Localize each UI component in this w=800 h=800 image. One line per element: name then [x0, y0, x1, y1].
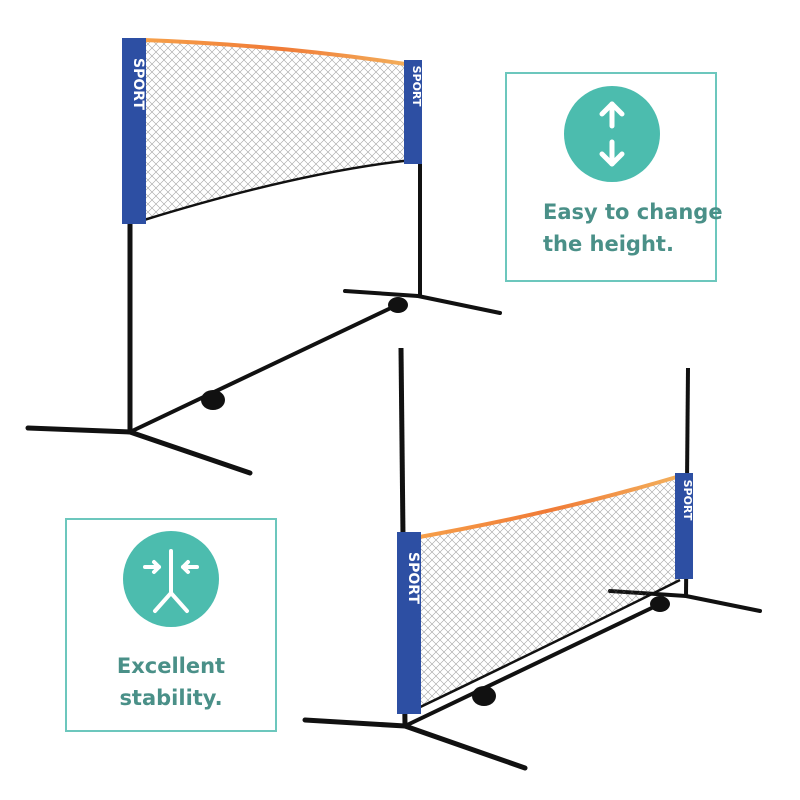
top-net-left-post-label: SPORT [130, 58, 146, 110]
bottom-net-tape [413, 474, 681, 540]
top-net-mesh [144, 40, 412, 220]
top-net-right-base [343, 289, 502, 315]
top-net-left-base [25, 304, 396, 476]
stability-feature-line-2: stability. [119, 686, 223, 710]
top-badminton-net: SPORT SPORT [25, 38, 502, 476]
bottom-net-mesh [414, 476, 680, 710]
bottom-net-right-sleeve: SPORT [675, 473, 694, 579]
bottom-net-right-post-label: SPORT [681, 480, 694, 521]
top-net-right-sleeve: SPORT [404, 60, 423, 164]
height-feature-callout: Easy to change the height. [505, 72, 723, 282]
up-down-arrows-icon [564, 86, 660, 182]
bottom-badminton-net: SPORT SPORT [302, 347, 762, 771]
height-feature-line-2: the height. [543, 232, 674, 256]
height-feature-text: Easy to change the height. [507, 196, 723, 260]
height-feature-line-1: Easy to change [543, 200, 723, 224]
stability-feature-line-1: Excellent [116, 654, 226, 678]
top-net-tape [143, 38, 413, 67]
bottom-net-left-base [302, 602, 661, 771]
top-net-right-post-label: SPORT [410, 66, 423, 107]
top-net-left-sleeve: SPORT [122, 38, 146, 224]
stability-feature-callout: Excellent stability. [65, 518, 277, 732]
bottom-net-left-sleeve: SPORT [397, 532, 421, 714]
bottom-net-left-post-label: SPORT [405, 552, 421, 604]
tripod-stability-icon [123, 531, 219, 627]
stability-feature-text: Excellent stability. [67, 650, 275, 714]
